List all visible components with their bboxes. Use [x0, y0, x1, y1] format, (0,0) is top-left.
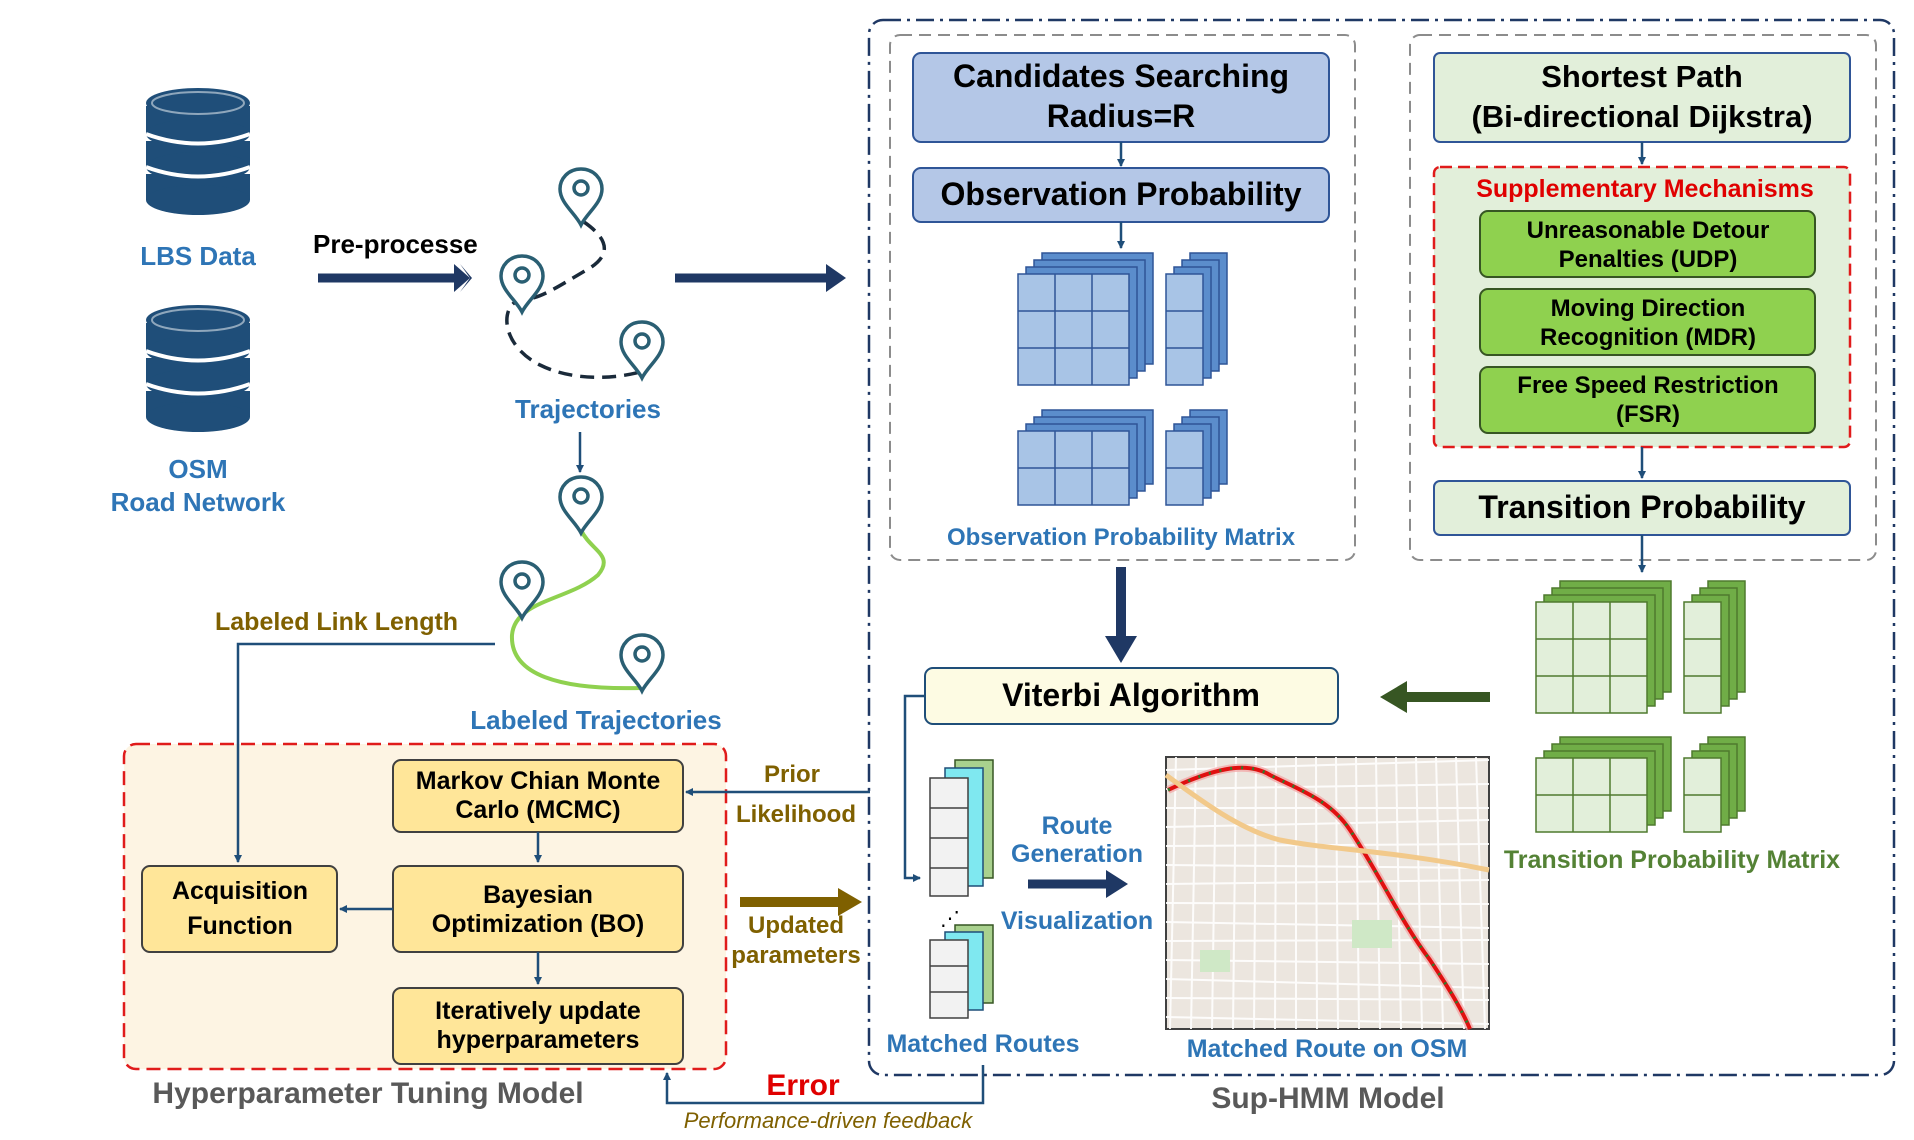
location-pin-icon	[499, 254, 545, 314]
acquisition-line1: Acquisition	[172, 877, 308, 905]
bo-box	[392, 865, 684, 953]
viterbi-label: Viterbi Algorithm	[1002, 677, 1260, 713]
location-pin-icon	[619, 320, 665, 380]
fsr-box	[1479, 366, 1816, 434]
feedback-label: Performance-driven feedback	[684, 1108, 974, 1133]
udp-line2: Penalties (UDP)	[1559, 246, 1738, 273]
link-length-arrow	[234, 642, 495, 863]
fsr-line2: (FSR)	[1616, 401, 1680, 428]
preprocess-arrow-head	[454, 264, 470, 292]
updated-line2: parameters	[731, 942, 860, 969]
acquisition-line2: Function	[187, 912, 293, 940]
lbs-data-label: LBS Data	[140, 241, 256, 271]
matched-routes-label: Matched Routes	[886, 1030, 1079, 1058]
mcmc-line1: Markov Chian Monte	[416, 767, 661, 795]
shortest-path-line1: Shortest Path	[1541, 59, 1743, 94]
sup-hmm-container	[867, 18, 1896, 1077]
arrow-observation-to-viterbi-head	[1105, 636, 1137, 663]
candidates-line1: Candidates Searching	[953, 58, 1289, 94]
link-length-label: Labeled Link Length	[215, 608, 458, 636]
transition-matrix-label: Transition Probability Matrix	[1504, 846, 1840, 874]
udp-box	[1479, 210, 1816, 278]
transition-matrix-stack	[1535, 580, 1746, 833]
labeled-trajectory-path	[509, 529, 641, 691]
osm-map-thumbnail	[1164, 756, 1490, 1031]
updated-line1: Updated	[748, 912, 844, 939]
bo-line1: Bayesian	[483, 881, 593, 909]
sup-hmm-title: Sup-HMM Model	[1211, 1082, 1444, 1115]
error-feedback-arrow	[663, 1065, 985, 1105]
visualization-label: Visualization	[1001, 907, 1153, 935]
iterative-line2: hyperparameters	[437, 1026, 640, 1054]
acquisition-function-box	[141, 865, 338, 953]
mdr-box	[1479, 288, 1816, 356]
preprocess-label: Pre-processe	[313, 229, 478, 259]
candidates-line2: Radius=R	[1047, 98, 1195, 134]
observation-probability-label: Observation Probability	[941, 176, 1302, 212]
error-label: Error	[766, 1069, 840, 1102]
matched-routes-stack	[929, 759, 994, 897]
iterative-update-box	[392, 987, 684, 1065]
updated-parameters-arrow-head	[838, 888, 862, 916]
location-pin-icon	[558, 167, 604, 227]
location-pin-icon	[558, 475, 604, 535]
labeled-trajectories-label: Labeled Trajectories	[470, 705, 721, 735]
udp-line1: Unreasonable Detour	[1527, 217, 1770, 244]
route-generation-arrow-head	[1106, 870, 1128, 898]
route-generation-line1: Route	[1042, 812, 1113, 840]
observation-group	[889, 34, 1356, 561]
iterative-line1: Iteratively update	[435, 997, 641, 1025]
bo-line2: Optimization (BO)	[432, 910, 644, 938]
transition-probability-label: Transition Probability	[1478, 489, 1805, 525]
shortest-path-line2: (Bi-directional Dijkstra)	[1471, 99, 1812, 134]
tuning-title: Hyperparameter Tuning Model	[152, 1077, 583, 1110]
matched-route-osm-label: Matched Route on OSM	[1187, 1035, 1468, 1063]
road-network-label: Road Network	[111, 487, 286, 517]
lbs-database-icon	[144, 86, 252, 217]
osm-label: OSM	[168, 454, 227, 484]
fsr-line1: Free Speed Restriction	[1517, 372, 1778, 399]
observation-matrix-label: Observation Probability Matrix	[947, 524, 1296, 551]
input-to-hmm-arrow-head	[826, 264, 846, 292]
arrow-transition-to-viterbi-head	[1380, 681, 1407, 713]
mcmc-line2: Carlo (MCMC)	[455, 796, 620, 824]
route-generation-line2: Generation	[1011, 840, 1143, 868]
location-pin-icon	[499, 560, 545, 620]
trajectories-label: Trajectories	[515, 394, 661, 424]
supplementary-title: Supplementary Mechanisms	[1476, 175, 1814, 203]
likelihood-label: Likelihood	[736, 801, 856, 828]
location-pin-icon	[619, 633, 665, 693]
arrow-viterbi-to-routes	[903, 694, 925, 882]
mdr-line2: Recognition (MDR)	[1540, 324, 1756, 351]
observation-matrix-stack	[1017, 252, 1228, 506]
matched-routes-stack	[929, 924, 994, 1019]
osm-database-icon	[144, 303, 252, 434]
mdr-line1: Moving Direction	[1551, 295, 1746, 322]
prior-label: Prior	[764, 761, 820, 788]
